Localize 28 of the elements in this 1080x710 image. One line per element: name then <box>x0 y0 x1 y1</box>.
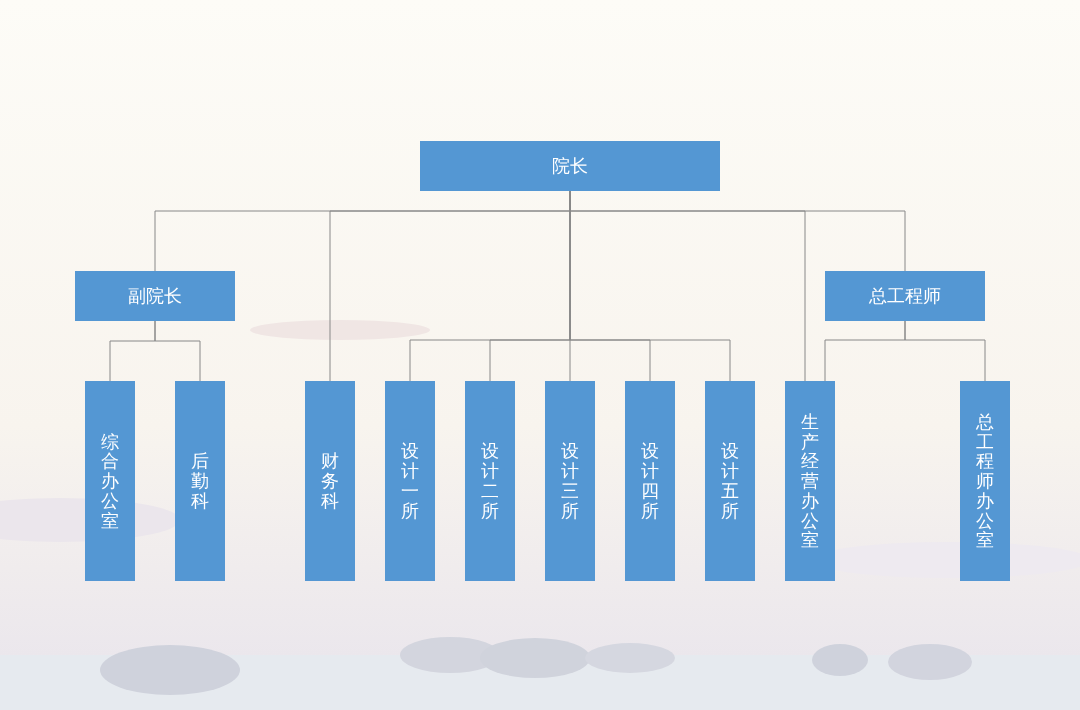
department-box <box>960 381 1010 581</box>
department-box <box>465 381 515 581</box>
department-box <box>785 381 835 581</box>
node-label: 综合办公室 <box>101 431 119 531</box>
node-label: 生产经营办公室 <box>801 411 819 551</box>
department-box <box>705 381 755 581</box>
node-label: 院长 <box>552 154 588 178</box>
node-label: 总工程师 <box>869 284 941 308</box>
node-label: 设计一所 <box>401 441 419 521</box>
node-label: 财务科 <box>321 451 339 511</box>
node-label: 设计五所 <box>721 441 739 521</box>
node-label: 设计四所 <box>641 441 659 521</box>
department-box <box>385 381 435 581</box>
node-label: 副院长 <box>128 284 182 308</box>
position-box <box>420 141 720 191</box>
position-box <box>75 271 235 321</box>
department-box <box>625 381 675 581</box>
department-box <box>305 381 355 581</box>
node-label: 设计二所 <box>481 441 499 521</box>
node-label: 设计三所 <box>561 441 579 521</box>
node-label: 后勤科 <box>191 451 209 511</box>
node-label: 总工程师办公室 <box>976 411 994 551</box>
position-box <box>825 271 985 321</box>
connector-line <box>154 320 201 382</box>
department-box <box>545 381 595 581</box>
department-box <box>85 381 135 581</box>
connector-line <box>904 320 986 382</box>
department-box <box>175 381 225 581</box>
